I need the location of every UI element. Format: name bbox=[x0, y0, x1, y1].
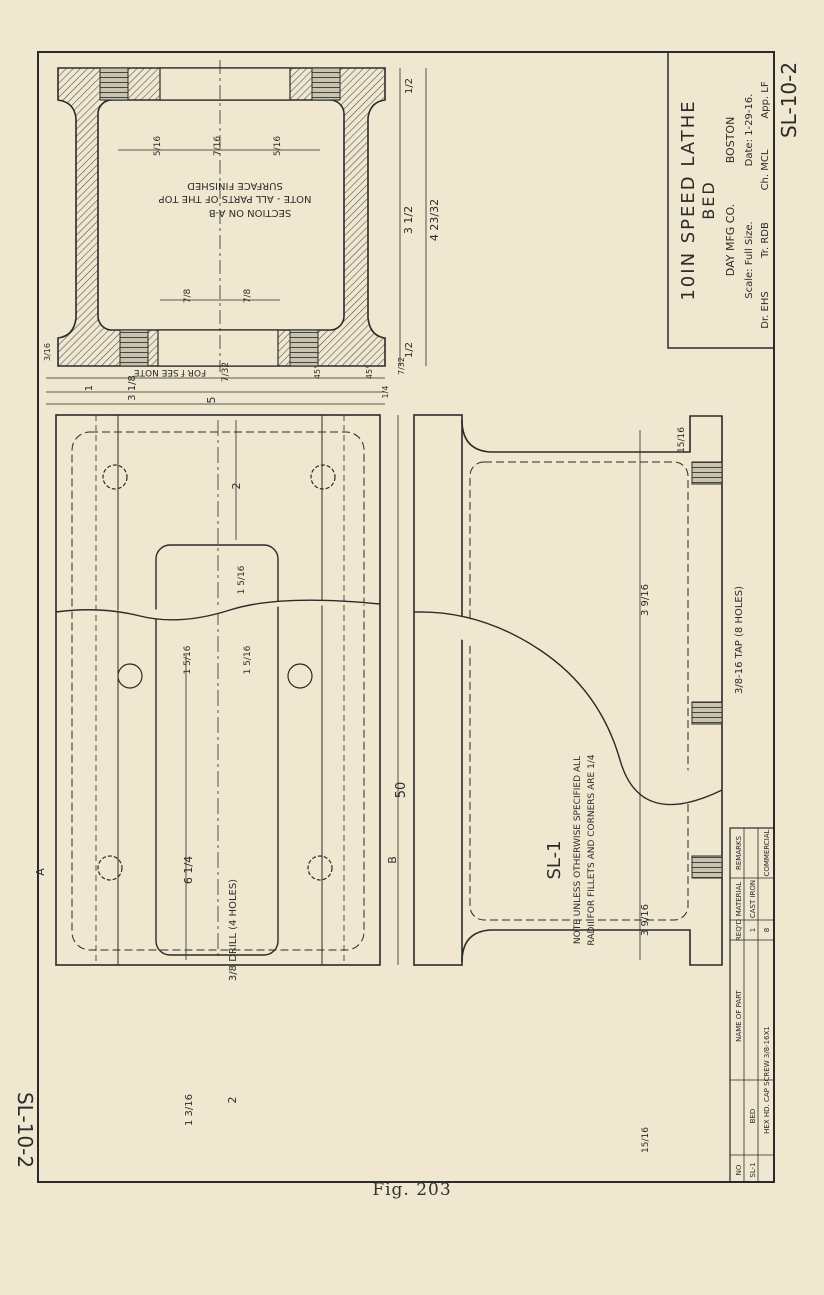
section-bolt-d bbox=[289, 329, 319, 367]
pl-header-name: NAME OF PART bbox=[735, 989, 743, 1041]
dim-half-bottom: 1/2 bbox=[404, 342, 415, 358]
dim-width-left: 1 bbox=[84, 385, 95, 391]
approved-by: App. LF bbox=[760, 81, 771, 118]
pl-row1-reqd: 1 bbox=[749, 928, 757, 932]
dim-15-16-top: 15/16 bbox=[677, 427, 687, 453]
drawing-number-top: SL-10-2 bbox=[777, 62, 801, 138]
pl-row1-name: BED bbox=[749, 1109, 757, 1124]
section-label-b: B bbox=[386, 856, 399, 864]
dim-2b: 2 bbox=[226, 1097, 239, 1104]
tap-3 bbox=[691, 855, 723, 879]
drawn-by: Dr. EHS bbox=[760, 291, 771, 328]
dim-angle2: 45° bbox=[365, 365, 374, 379]
hole-6 bbox=[307, 855, 333, 881]
scale-text: Scale: Full Size. bbox=[744, 221, 755, 298]
for-f-note: FOR f SEE NOTE bbox=[134, 367, 207, 377]
pl-row1-material: CAST IRON bbox=[749, 880, 757, 918]
drawing-number-bottom: SL-10-2 bbox=[13, 1092, 37, 1168]
top-slot bbox=[155, 544, 279, 956]
dim-h2: 7/8 bbox=[243, 288, 253, 303]
dim-small3: 7/32 bbox=[397, 357, 406, 375]
side-view: SL-1 NOTE UNLESS OTHERWISE SPECIFIED ALL… bbox=[413, 414, 745, 1153]
checked-by: Ch. MCL bbox=[760, 149, 771, 190]
section-bottom-slot bbox=[157, 329, 279, 367]
section-note-3: SURFACE FINISHED bbox=[187, 180, 283, 191]
hole-5 bbox=[97, 855, 123, 881]
dim-length: 50 bbox=[394, 782, 409, 799]
dim-1-3-16: 1 3/16 bbox=[184, 1094, 195, 1126]
dim-height-total: 4 23/32 bbox=[428, 199, 441, 241]
pl-row2-remarks: COMMERCIAL bbox=[763, 829, 771, 876]
hole-1 bbox=[102, 464, 128, 490]
dim-15-16-bottom: 15/16 bbox=[641, 1127, 651, 1153]
date-text: Date: 1-29-16. bbox=[744, 94, 755, 167]
hole-3 bbox=[117, 663, 143, 689]
dim-height-inner: 3 1/2 bbox=[402, 206, 415, 234]
dim-small2: 1/4 bbox=[381, 386, 390, 399]
dim-angle1: 45° bbox=[313, 365, 322, 379]
section-note-2: NOTE - ALL PARTS OF THE TOP bbox=[159, 193, 312, 204]
dim-v2: 5/16 bbox=[273, 136, 283, 156]
pl-row1-no: SL-1 bbox=[749, 1162, 757, 1177]
top-view: 50 2 2 1 3/16 6 1/4 1 5/16 1 5/16 1 5/16… bbox=[34, 414, 409, 1126]
dim-3-9-16b: 3 9/16 bbox=[640, 904, 651, 936]
section-bolt-b bbox=[311, 67, 341, 101]
subtitle-text: BED bbox=[699, 180, 718, 219]
company-text: DAY MFG CO. bbox=[724, 204, 737, 276]
title-text: 10IN SPEED LATHE bbox=[678, 99, 699, 300]
pl-header-remarks: REMARKS bbox=[735, 835, 743, 870]
section-view: SECTION ON A-B NOTE - ALL PARTS OF THE T… bbox=[43, 60, 441, 405]
tap-note: 3/8-16 TAP (8 HOLES) bbox=[734, 586, 745, 694]
section-top-slot bbox=[159, 67, 291, 101]
section-label-a: A bbox=[34, 868, 47, 876]
pl-row2-name: HEX HD. CAP SCREW 3/8-16X1 bbox=[763, 1026, 771, 1134]
dim-v1: 5/16 bbox=[153, 136, 163, 156]
dim-15-16b: 1 5/16 bbox=[183, 645, 193, 674]
figure-caption: Fig. 203 bbox=[372, 1180, 452, 1200]
section-note-1: SECTION ON A-B bbox=[209, 207, 292, 218]
part-label: SL-1 bbox=[544, 840, 565, 879]
city-text: BOSTON bbox=[724, 117, 737, 164]
section-bolt-c bbox=[119, 329, 149, 367]
tap-2 bbox=[691, 701, 723, 725]
pl-header-material: MATERIAL bbox=[735, 882, 743, 917]
traced-by: Tr. RDB bbox=[760, 222, 771, 259]
drill-note: 3/8 DRILL (4 HOLES) bbox=[228, 879, 239, 981]
drawing-border bbox=[37, 51, 775, 1183]
dim-2a: 2 bbox=[230, 483, 243, 490]
hole-4 bbox=[287, 663, 313, 689]
side-note-2: RADII FOR FILLETS AND CORNERS ARE 1/4 bbox=[587, 754, 597, 945]
dim-slot: 7/16 bbox=[213, 136, 223, 156]
pl-header-reqd: REQ'D bbox=[735, 919, 743, 941]
title-block: 10IN SPEED LATHE BED DAY MFG CO. BOSTON … bbox=[667, 51, 801, 349]
dim-small1: 3/16 bbox=[43, 343, 52, 361]
dim-h1: 7/8 bbox=[183, 288, 193, 303]
pl-row2-reqd: 8 bbox=[763, 928, 771, 932]
parts-list: NO NAME OF PART REQ'D MATERIAL REMARKS S… bbox=[729, 827, 775, 1183]
pl-header-no: NO bbox=[735, 1164, 743, 1175]
dim-3-9-16a: 3 9/16 bbox=[640, 584, 651, 616]
dim-slot2: 7/32 bbox=[221, 362, 231, 382]
dim-6-1-4: 6 1/4 bbox=[182, 856, 195, 884]
section-bolt-a bbox=[99, 67, 129, 101]
hole-2 bbox=[310, 464, 336, 490]
dim-15-16a: 1 5/16 bbox=[237, 565, 247, 594]
dim-width-total: 5 bbox=[205, 397, 218, 404]
dim-width-part: 3 1/8 bbox=[127, 375, 138, 401]
tap-1 bbox=[691, 461, 723, 485]
dim-15-16c: 1 5/16 bbox=[243, 645, 253, 674]
dim-half-top: 1/2 bbox=[404, 78, 415, 94]
side-note-1: NOTE UNLESS OTHERWISE SPECIFIED ALL bbox=[573, 756, 583, 944]
